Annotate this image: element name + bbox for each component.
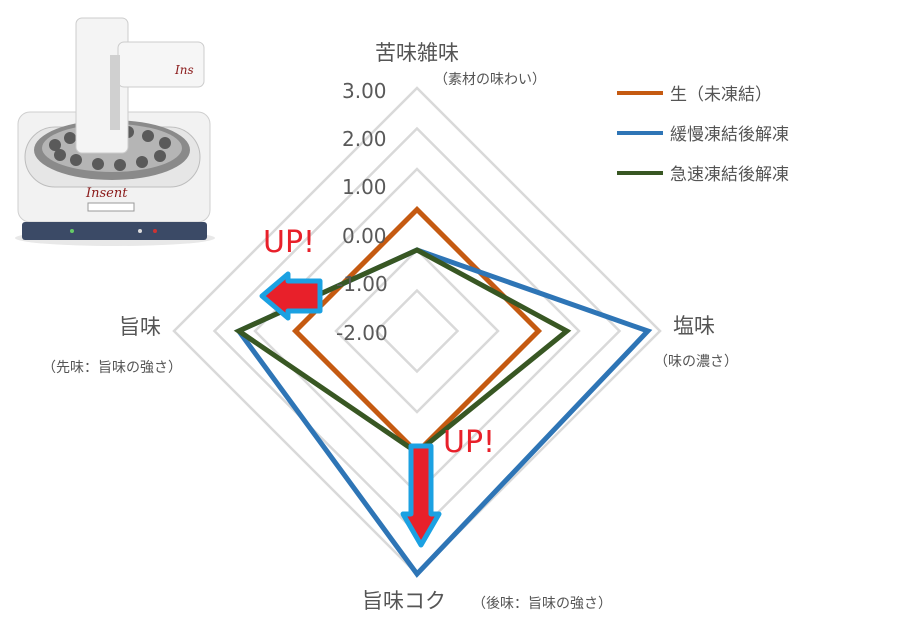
axis-label-bitterness: 苦味雑味 <box>375 41 459 65</box>
legend-label-slow-freeze: 緩慢凍結後解凍 <box>670 124 789 145</box>
legend: 生（未凍結） 緩慢凍結後解凍 急速凍結後解凍 <box>617 85 789 185</box>
grid-ring <box>374 288 460 374</box>
svg-text:Ins: Ins <box>174 63 194 77</box>
annotation-text-umami: UP! <box>263 225 315 260</box>
grid-ring <box>334 248 500 414</box>
series-polygon-0 <box>291 205 543 457</box>
grid-ring <box>293 207 541 455</box>
axis-sublabel-saltiness: （味の濃さ） <box>654 354 738 370</box>
tick-label-minus-1: -1.00 <box>336 272 388 296</box>
legend-label-fresh: 生（未凍結） <box>670 85 772 105</box>
tick-label-3: 3.00 <box>342 79 387 103</box>
annotation-text-umami-richness: UP! <box>443 425 495 460</box>
tick-label-0: 0.00 <box>342 224 387 248</box>
axis-labels: 苦味雑味 （素材の味わい） 塩味 （味の濃さ） 旨味コク （後味：旨味の強さ） … <box>42 41 738 613</box>
tick-label-1: 1.00 <box>342 175 387 199</box>
axis-sublabel-umami-richness: （後味：旨味の強さ） <box>472 596 612 612</box>
radial-tick-labels: 3.00 2.00 1.00 0.00 -1.00 -2.00 <box>336 79 388 345</box>
annotation-umami-up: UP! <box>259 225 323 321</box>
tick-label-2: 2.00 <box>342 127 387 151</box>
axis-sublabel-bitterness: （素材の味わい） <box>434 72 546 88</box>
axis-label-umami: 旨味 <box>119 315 161 339</box>
axis-label-saltiness: 塩味 <box>673 314 715 338</box>
axis-sublabel-umami: （先味：旨味の強さ） <box>42 360 182 376</box>
axis-label-umami-richness: 旨味コク <box>362 589 446 613</box>
down-arrow-icon <box>400 443 442 548</box>
tick-label-minus-2: -2.00 <box>336 321 388 345</box>
annotation-umami-richness-up: UP! <box>400 425 495 548</box>
left-arrow-icon <box>259 271 323 321</box>
svg-text:Insent: Insent <box>85 186 128 201</box>
radar-series <box>233 205 653 578</box>
instrument-photo: Ins Insent <box>15 17 215 246</box>
legend-label-quick-freeze: 急速凍結後解凍 <box>670 165 789 185</box>
